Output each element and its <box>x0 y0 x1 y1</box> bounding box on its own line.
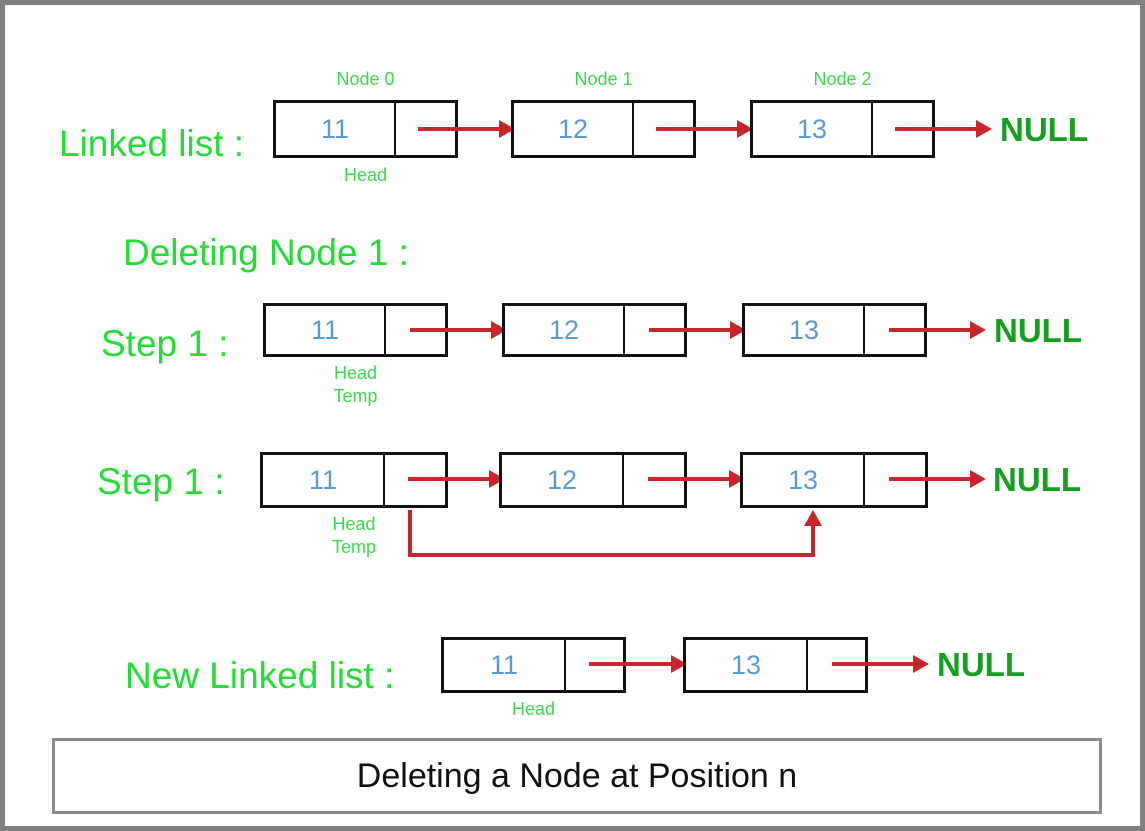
section-heading-deleting-node: Deleting Node 1 : <box>123 232 409 273</box>
pointer-arrow-icon <box>410 328 495 332</box>
node-bottom-caption-temp: Temp <box>333 386 378 406</box>
null-arrow-head-icon <box>970 470 986 488</box>
null-arrow-head-icon <box>976 120 992 138</box>
node-value: 13 <box>743 455 865 505</box>
null-arrow-icon <box>889 477 974 481</box>
bypass-arrow-horizontal-segment-icon <box>408 553 815 557</box>
row-label-step-1-a: Step 1 : <box>101 323 229 364</box>
pointer-arrow-head-icon <box>737 120 753 138</box>
node-bottom-caption-head: Head <box>333 363 378 383</box>
node-value: 12 <box>505 306 625 354</box>
row-label-linked-list: Linked list : <box>59 123 245 164</box>
row-label-step-1-b: Step 1 : <box>97 461 225 502</box>
node-value: 12 <box>514 103 634 155</box>
bypass-arrow-up-segment-icon <box>811 523 815 557</box>
row-label-new-linked-list: New Linked list : <box>125 655 395 696</box>
node-value: 13 <box>753 103 873 155</box>
pointer-arrow-icon <box>656 127 741 131</box>
null-terminator: NULL <box>993 461 1081 498</box>
null-arrow-icon <box>895 127 980 131</box>
null-terminator: NULL <box>937 646 1025 683</box>
null-arrow-icon <box>832 662 917 666</box>
null-terminator: NULL <box>1000 111 1088 148</box>
node-value: 11 <box>266 306 386 354</box>
pointer-arrow-icon <box>649 328 734 332</box>
node-bottom-caption-head: Head <box>332 514 376 534</box>
node-value: 12 <box>502 455 624 505</box>
node-value: 13 <box>686 640 808 690</box>
pointer-arrow-icon <box>408 477 493 481</box>
node-value: 11 <box>276 103 396 155</box>
pointer-arrow-icon <box>589 662 675 666</box>
node-top-caption: Node 0 <box>336 69 395 89</box>
null-arrow-head-icon <box>970 321 986 339</box>
caption-text: Deleting a Node at Position n <box>356 756 798 795</box>
pointer-arrow-icon <box>418 127 503 131</box>
node-bottom-caption-temp: Temp <box>331 537 376 557</box>
node-value: 11 <box>263 455 385 505</box>
node-top-caption: Node 2 <box>813 69 872 89</box>
bypass-arrow-head-icon <box>804 510 822 526</box>
node-bottom-caption: Head <box>343 165 388 185</box>
null-terminator: NULL <box>994 312 1082 349</box>
bypass-arrow-down-segment-icon <box>408 510 412 557</box>
node-top-caption: Node 1 <box>574 69 633 89</box>
null-arrow-head-icon <box>913 655 929 673</box>
node-value: 11 <box>444 640 566 690</box>
null-arrow-icon <box>889 328 974 332</box>
node-value: 13 <box>745 306 865 354</box>
caption-bar: Deleting a Node at Position n <box>52 738 1102 814</box>
node-bottom-caption: Head <box>511 699 556 719</box>
pointer-arrow-icon <box>648 477 733 481</box>
